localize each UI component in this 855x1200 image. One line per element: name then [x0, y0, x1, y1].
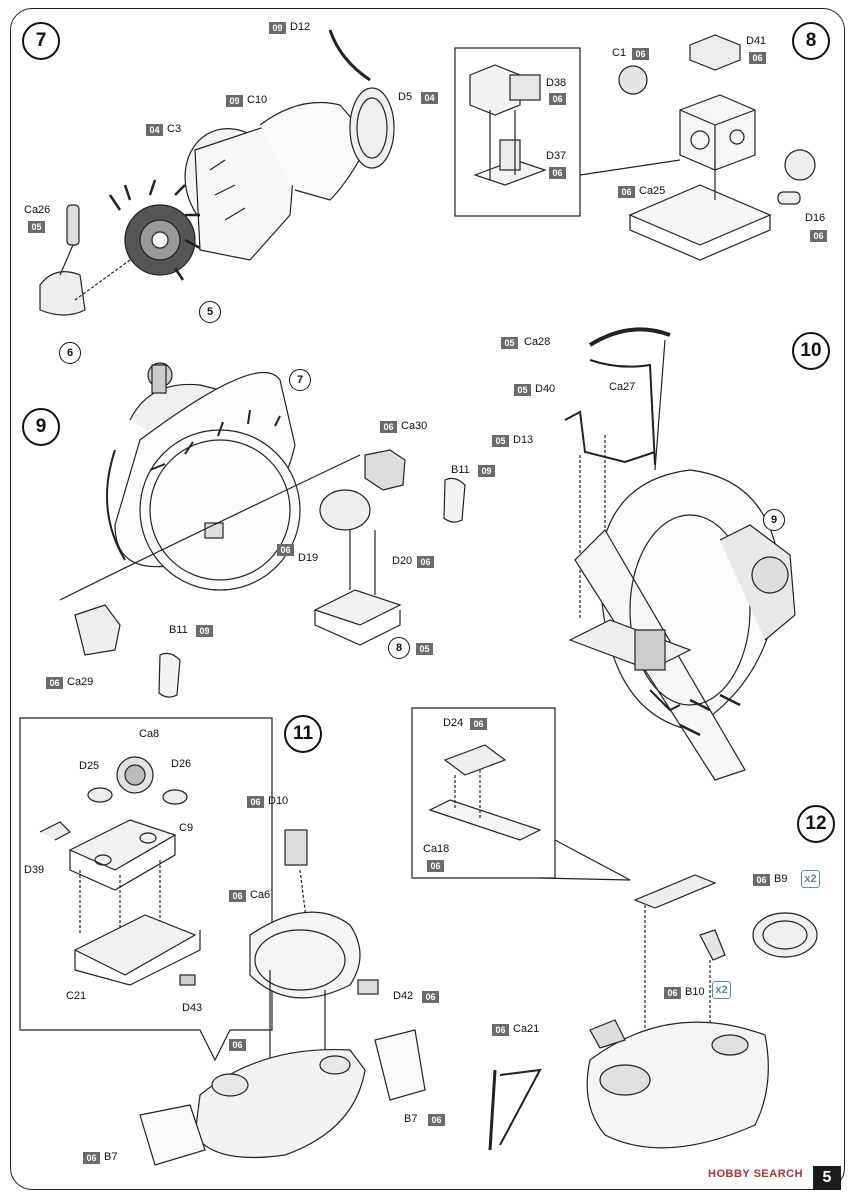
subassembly-marker: 6	[59, 342, 81, 364]
part-code: 06	[247, 796, 264, 808]
part-label: D37	[546, 150, 567, 162]
part-code: 06	[810, 230, 827, 242]
part-label: Ca29	[67, 676, 94, 688]
part-code: 09	[226, 95, 243, 107]
part-code: 04	[421, 92, 438, 104]
part-label: C10	[247, 94, 268, 106]
step-number: 12	[797, 805, 835, 843]
part-label: Ca28	[524, 336, 551, 348]
watermark: HOBBY SEARCH	[708, 1168, 804, 1180]
part-label: D40	[535, 383, 556, 395]
part-code: 09	[478, 465, 495, 477]
subassembly-marker: 9	[763, 509, 785, 531]
part-label: D16	[805, 212, 826, 224]
part-code: 06	[380, 421, 397, 433]
part-code: 05	[416, 643, 433, 655]
part-code: 05	[501, 337, 518, 349]
part-code: 06	[492, 1024, 509, 1036]
step11-drawing	[139, 829, 426, 1166]
part-code: 06	[229, 1039, 246, 1051]
part-label: D43	[182, 1002, 203, 1014]
step9-drawing	[59, 362, 466, 698]
step10-drawing	[564, 327, 796, 781]
step-number: 11	[284, 715, 322, 753]
part-code: 05	[492, 435, 509, 447]
part-code: 06	[46, 677, 63, 689]
part-label: Ca25	[639, 185, 666, 197]
part-code: 05	[514, 384, 531, 396]
part-label: Ca27	[609, 381, 636, 393]
part-label: D20	[392, 555, 413, 567]
part-code: 06	[277, 544, 294, 556]
part-label: C3	[167, 123, 182, 135]
part-label: Ca18	[423, 843, 450, 855]
step12-drawing	[488, 874, 818, 1151]
page-number: 5	[813, 1166, 841, 1190]
step-number: 7	[22, 22, 60, 60]
part-label: B9	[774, 873, 788, 885]
part-code: 06	[753, 874, 770, 886]
subassembly-marker: 7	[289, 369, 311, 391]
part-code: 06	[749, 52, 766, 64]
step-number: 8	[792, 22, 830, 60]
page-border	[10, 8, 845, 1190]
part-code: 06	[632, 48, 649, 60]
part-label: C1	[612, 47, 627, 59]
quantity-badge: x2	[801, 870, 820, 888]
part-code: 06	[422, 991, 439, 1003]
step8-drawing	[454, 34, 816, 261]
part-code: 05	[28, 221, 45, 233]
part-code: 06	[470, 718, 487, 730]
part-label: D10	[268, 795, 289, 807]
part-label: D24	[443, 717, 464, 729]
part-label: B11	[451, 464, 470, 476]
part-code: 06	[428, 1114, 445, 1126]
part-code: 09	[196, 625, 213, 637]
part-code: 06	[427, 860, 444, 872]
step-number: 10	[792, 332, 830, 370]
part-label: B7	[104, 1151, 118, 1163]
step7-drawing	[39, 29, 395, 316]
part-label: Ca21	[513, 1023, 540, 1035]
part-label: D25	[79, 760, 100, 772]
part-label: C9	[179, 822, 194, 834]
part-code: 06	[664, 987, 681, 999]
part-label: D26	[171, 758, 192, 770]
part-code: 06	[229, 890, 246, 902]
step11-detail	[19, 717, 273, 1062]
step12-detail	[411, 707, 631, 881]
part-label: B11	[169, 624, 188, 636]
part-label: C21	[66, 990, 87, 1002]
part-code: 06	[83, 1152, 100, 1164]
part-label: B7	[404, 1113, 418, 1125]
part-label: D5	[398, 91, 413, 103]
step-number: 9	[22, 408, 60, 446]
subassembly-marker: 8	[388, 637, 410, 659]
part-code: 09	[269, 22, 286, 34]
part-code: 06	[549, 93, 566, 105]
part-label: D38	[546, 77, 567, 89]
quantity-badge: x2	[712, 981, 731, 999]
part-code: 06	[618, 186, 635, 198]
part-label: D42	[393, 990, 414, 1002]
part-label: Ca8	[139, 728, 160, 740]
part-label: Ca30	[401, 420, 428, 432]
subassembly-marker: 5	[199, 301, 221, 323]
part-label: D19	[298, 552, 319, 564]
part-label: D41	[746, 35, 767, 47]
part-code: 06	[549, 167, 566, 179]
part-label: B10	[685, 986, 705, 998]
part-label: D13	[513, 434, 534, 446]
part-code: 04	[146, 124, 163, 136]
part-code: 06	[417, 556, 434, 568]
part-label: Ca26	[24, 204, 51, 216]
part-label: Ca6	[250, 889, 271, 901]
part-label: D39	[24, 864, 45, 876]
part-label: D12	[290, 21, 311, 33]
